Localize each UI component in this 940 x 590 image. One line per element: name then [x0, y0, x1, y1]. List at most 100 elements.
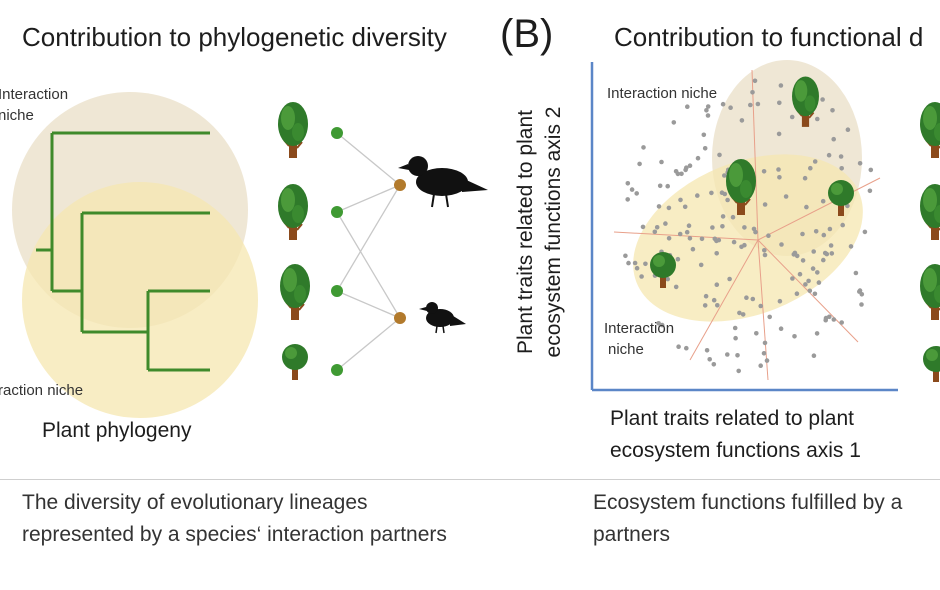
scatter-point [679, 171, 684, 177]
scatter-point [828, 243, 834, 248]
scatter-point [714, 282, 720, 288]
scatter-point [701, 132, 707, 138]
scatter-point [733, 335, 738, 341]
scatter-point [730, 214, 736, 220]
scatter-point [867, 188, 873, 194]
scatter-point [671, 120, 677, 125]
tree-icon-2 [277, 183, 309, 241]
scatter-point [762, 340, 768, 346]
scatter-point [739, 244, 744, 250]
scatter-point [804, 204, 809, 210]
scatter-point [792, 334, 797, 339]
scatter-point [758, 363, 763, 369]
scatter-point [822, 250, 828, 256]
scatter-point [720, 224, 725, 229]
scatter-point [794, 291, 800, 297]
scatter-point [840, 222, 845, 228]
phylogeny-label: Plant phylogeny [42, 419, 192, 442]
scatter-point [815, 116, 820, 122]
scatter-point [766, 233, 771, 238]
scatter-point [705, 104, 711, 109]
scatter-point [767, 314, 772, 320]
scatter-point [732, 325, 738, 331]
scatter-point [839, 320, 844, 325]
scatter-point [666, 205, 672, 211]
scatter-point [762, 252, 768, 258]
scatter-point [714, 238, 719, 244]
scatter-point [792, 250, 798, 256]
niche-label-top-line1: Interaction [0, 86, 69, 103]
scatter-point [778, 83, 784, 88]
scatter-point [800, 258, 806, 263]
scatter-point [626, 260, 631, 266]
scatter-point [789, 114, 795, 120]
scatter-point [862, 229, 868, 235]
scatter-point [753, 229, 758, 235]
scatter-point [762, 202, 768, 207]
scatter-point [641, 145, 646, 150]
caption-divider [0, 479, 940, 480]
scatter-point [802, 175, 808, 181]
scatter-point [639, 274, 644, 279]
scatter-point [800, 231, 805, 237]
trait-vectors [613, 69, 881, 381]
scatter-point [755, 101, 761, 107]
left-caption-line2: represented by a species‘ interaction pa… [22, 523, 447, 546]
scatter-point [826, 152, 832, 158]
panel-letter: (B) [500, 12, 554, 56]
scatter-point [823, 315, 829, 321]
scatter-point [720, 101, 726, 107]
scatter-point [657, 183, 663, 189]
scatter-point [764, 358, 770, 363]
scatter-point [698, 262, 704, 268]
scatter-point [654, 225, 660, 230]
scatter-point [762, 248, 767, 253]
scatter-point [744, 295, 749, 301]
scatter-point [752, 78, 758, 84]
scatter-point [703, 293, 709, 299]
scatter-point [845, 127, 851, 132]
scatter-point [815, 270, 820, 275]
bird-icon-small [419, 302, 466, 334]
scatter-point [710, 225, 715, 230]
scatter-point [813, 229, 819, 234]
x-axis-label-line1: Plant traits related to plant [610, 407, 854, 430]
scatter-point [625, 181, 631, 186]
scatter-point [731, 239, 737, 245]
scatter-point [830, 108, 835, 113]
scatter-point [783, 194, 789, 199]
scatter-point [776, 131, 782, 137]
interaction-niche-ellipse-bottom [633, 154, 863, 322]
scatter-point [725, 352, 730, 357]
scatter-point [859, 302, 864, 307]
scatter-point [695, 155, 701, 161]
scatter-point [709, 190, 714, 196]
left-caption-line1: The diversity of evolutionary lineages [22, 491, 368, 514]
scatter-point [682, 204, 688, 210]
plant-node [331, 364, 343, 376]
scatter-point [637, 161, 642, 167]
scatter-point [673, 169, 679, 174]
tree-icon-edge-2 [919, 183, 940, 241]
niche-label-top-line2: niche [0, 107, 34, 124]
scatter-point [687, 236, 693, 241]
scatter-point [632, 260, 638, 266]
scatter-point [677, 231, 683, 237]
scatter-point [625, 197, 630, 202]
scatter-point [719, 190, 725, 195]
scatter-point [761, 351, 767, 356]
scatter-point [811, 353, 817, 359]
scatter-point [778, 326, 784, 332]
x-axis-label: Plant traits related to plant ecosystem … [610, 403, 861, 467]
scatter-point [686, 223, 692, 228]
scatter-point [690, 246, 696, 252]
scatter-point [675, 256, 681, 262]
scatter-point [806, 278, 811, 284]
scatter-point [777, 175, 782, 180]
scatter-point [857, 161, 863, 166]
tree-icon-1 [277, 101, 309, 159]
right-caption-line1: Ecosystem functions fulfilled by a [593, 491, 903, 514]
niche-label-bottom-right-line1: Interaction [604, 320, 675, 337]
left-panel-title: Contribution to phylogenetic diversity [22, 22, 447, 52]
scatter-point [740, 312, 746, 317]
